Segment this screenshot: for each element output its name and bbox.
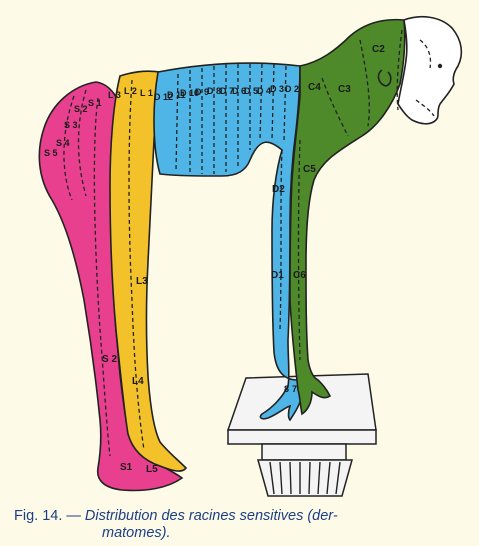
label-c2: C2: [372, 44, 385, 55]
label-l5: L5: [146, 464, 158, 475]
caption-line-1: Distribution des racines sensitives (der…: [85, 508, 338, 524]
label-s2: S 2: [102, 354, 117, 365]
label-d2-top: D 2: [285, 84, 299, 94]
label-s3: S 3: [64, 120, 78, 130]
label-c4: C4: [308, 82, 321, 93]
label-d2: D2: [272, 184, 285, 195]
label-l3: L3: [136, 276, 148, 287]
label-c6: C6: [293, 270, 306, 281]
label-d8: D 8: [207, 86, 221, 96]
label-d4: D 4: [257, 86, 271, 96]
label-d12: D 12: [154, 92, 173, 102]
label-s1-top: S 1: [88, 98, 102, 108]
caption-number: Fig. 14. —: [14, 508, 81, 524]
label-d3: D 3: [270, 84, 284, 94]
label-l3-top: L 3: [108, 90, 121, 100]
label-s2-top: S 2: [74, 104, 88, 114]
cervical-region: [290, 20, 405, 414]
label-s5: S 5: [44, 148, 58, 158]
label-d7: D 7: [220, 86, 234, 96]
caption-line-2: matomes).: [14, 525, 171, 541]
label-s4: S 4: [56, 138, 70, 148]
label-c3: C3: [338, 84, 351, 95]
label-l1: L 1: [140, 88, 153, 98]
label-hand-7: 7: [292, 384, 297, 394]
label-l4: L4: [132, 376, 144, 387]
pedestal-neck: [262, 444, 346, 460]
eye: [438, 64, 442, 68]
label-d1: D1: [271, 270, 284, 281]
label-s1: S1: [120, 462, 133, 473]
figure-caption: Fig. 14. — Distribution des racines sens…: [14, 508, 469, 542]
pedestal-slab: [228, 430, 376, 444]
label-l2: L 2: [124, 86, 137, 96]
dorsal-region: [154, 63, 301, 420]
label-c5: C5: [303, 164, 316, 175]
label-hand-8: 8: [284, 384, 289, 394]
label-d6: D 6: [232, 86, 246, 96]
label-d5: D 5: [244, 86, 258, 96]
head-face: [398, 17, 461, 124]
